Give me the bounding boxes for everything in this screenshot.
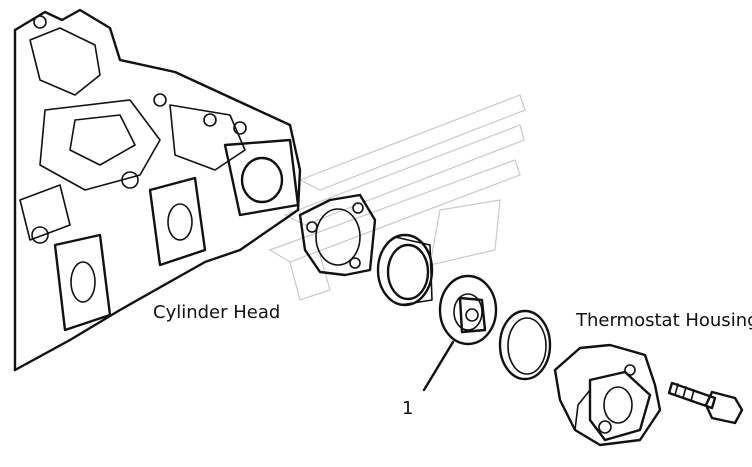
cylinder-head xyxy=(13,8,302,372)
cylinder-head-label: Cylinder Head xyxy=(153,302,281,323)
bolt xyxy=(667,381,744,425)
callout-leader-line xyxy=(422,340,455,392)
watermark-logo xyxy=(268,94,526,301)
o-ring xyxy=(498,309,552,381)
gasket xyxy=(298,193,377,277)
thermostat xyxy=(438,274,498,346)
seal-ring xyxy=(376,233,434,307)
callout-number-label: 1 xyxy=(402,398,414,419)
thermostat-housing xyxy=(553,343,662,447)
thermostat-housing-label: Thermostat Housing xyxy=(576,310,752,331)
